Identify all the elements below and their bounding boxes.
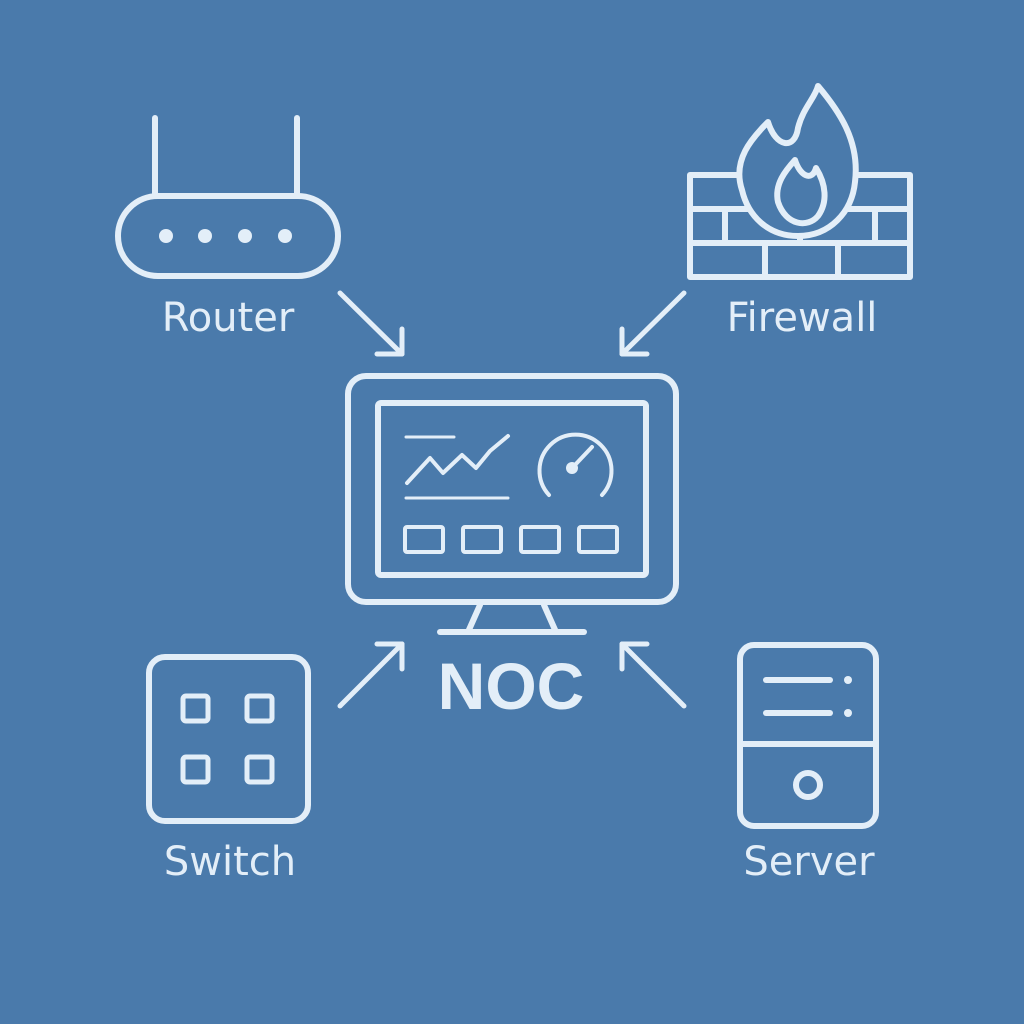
router-icon (115, 115, 341, 279)
switch-label: Switch (163, 839, 297, 885)
arrow-firewall-to-noc (619, 290, 687, 357)
switch-icon (146, 654, 311, 824)
firewall-icon (687, 83, 913, 280)
firewall-label: Firewall (726, 295, 878, 341)
router-label: Router (161, 295, 295, 341)
arrow-switch-to-noc (337, 641, 405, 709)
noc-label: NOC (437, 649, 585, 723)
monitor-dashboard-icon (345, 373, 679, 635)
server-label: Server (743, 839, 875, 885)
arrow-router-to-noc (337, 290, 405, 357)
server-icon (737, 642, 879, 829)
arrow-server-to-noc (619, 641, 687, 709)
